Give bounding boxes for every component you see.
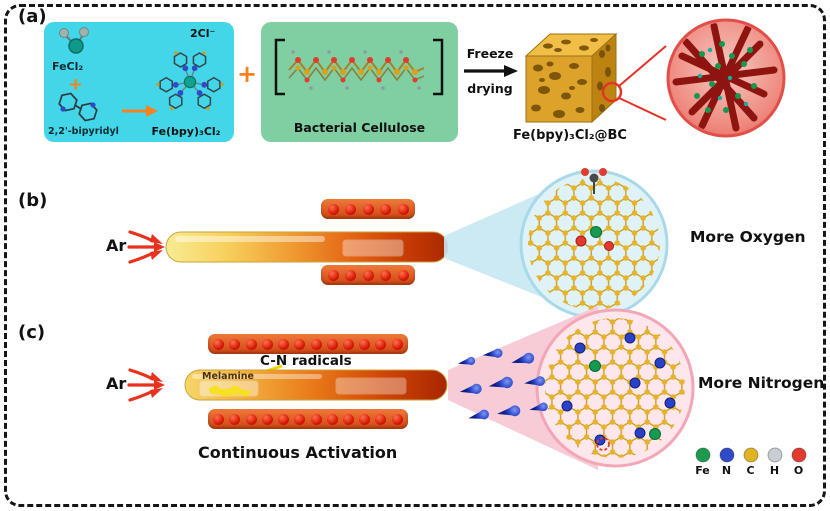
heater-dot bbox=[326, 413, 338, 425]
melamine-label: Melamine bbox=[202, 371, 254, 382]
argon-label-c: Ar bbox=[106, 374, 127, 393]
drying-label: drying bbox=[467, 81, 513, 96]
heater-dot bbox=[375, 413, 387, 425]
heater-dot bbox=[380, 269, 391, 281]
n-atom-icon bbox=[719, 447, 734, 463]
freeze-drying-step: Freeze drying bbox=[461, 46, 519, 96]
legend-label-h: H bbox=[769, 464, 780, 477]
furnace-tube-c bbox=[184, 369, 448, 401]
heater-bottom-c bbox=[208, 409, 408, 429]
legend-item-h: H bbox=[766, 447, 783, 477]
furnace-tube-b bbox=[165, 231, 449, 263]
fe-bpy3-complex-structure bbox=[154, 50, 226, 112]
atom-legend: Fe N C H O bbox=[694, 447, 807, 477]
heater-top-b bbox=[321, 199, 415, 219]
heater-dot bbox=[245, 338, 257, 350]
synthesis-box: FeCl₂ + 2,2'-bipyridyl 2Cl⁻ bbox=[44, 22, 234, 142]
fecl2-molecule-icon bbox=[59, 27, 89, 54]
panel-c-label: (c) bbox=[18, 322, 46, 343]
heater-dot bbox=[278, 413, 290, 425]
o-atom-icon bbox=[791, 447, 806, 463]
heater-dot bbox=[362, 203, 374, 215]
legend-item-n: N bbox=[718, 447, 735, 477]
heater-dot bbox=[327, 269, 339, 281]
radicals-label: C-N radicals bbox=[260, 353, 352, 369]
heater-dot bbox=[380, 203, 391, 215]
heater-dot bbox=[229, 413, 241, 425]
heater-dot bbox=[397, 203, 409, 215]
freeze-label: Freeze bbox=[466, 46, 514, 61]
heater-dot bbox=[359, 338, 371, 350]
heater-dot bbox=[294, 338, 306, 350]
complex-label: Fe(bpy)₃Cl₂ bbox=[151, 125, 221, 138]
freeze-drying-arrow-icon bbox=[464, 65, 518, 77]
legend-label-fe: Fe bbox=[695, 464, 710, 477]
heater-dot bbox=[245, 413, 257, 425]
legend-label-n: N bbox=[721, 464, 732, 477]
heater-dot bbox=[213, 413, 225, 425]
oxygen-lattice-inset bbox=[444, 168, 669, 319]
heater-dot bbox=[294, 413, 306, 425]
plus-sign-1: + bbox=[68, 74, 84, 95]
legend-item-fe: Fe bbox=[694, 447, 711, 477]
panel-b-label: (b) bbox=[18, 190, 48, 211]
heater-dot bbox=[397, 269, 409, 281]
nitrogen-result-label: More Nitrogen bbox=[698, 374, 825, 392]
cellulose-structure bbox=[274, 38, 444, 96]
radical-droplets bbox=[457, 347, 549, 424]
heater-dot bbox=[359, 413, 371, 425]
gas-flow-arrows-c-icon bbox=[127, 368, 165, 402]
counter-ion-label: 2Cl⁻ bbox=[190, 27, 216, 40]
nitrogen-lattice-inset bbox=[448, 306, 695, 470]
plus-sign-2: + bbox=[237, 60, 258, 88]
zoom-connector bbox=[601, 45, 667, 121]
legend-label-c: C bbox=[746, 464, 755, 477]
oxygen-result-label: More Oxygen bbox=[690, 228, 806, 246]
heater-dot bbox=[310, 413, 322, 425]
fe-atom-icon bbox=[695, 447, 710, 463]
legend-item-c: C bbox=[742, 447, 759, 477]
h-atom-icon bbox=[767, 447, 782, 463]
cellulose-box: Bacterial Cellulose bbox=[261, 22, 458, 142]
bipyridyl-label: 2,2'-bipyridyl bbox=[48, 126, 119, 137]
cellulose-label: Bacterial Cellulose bbox=[293, 120, 426, 135]
heater-dot bbox=[229, 338, 241, 350]
product-label: Fe(bpy)₃Cl₂@BC bbox=[513, 128, 627, 143]
heater-dot bbox=[342, 413, 354, 425]
heater-dot bbox=[391, 338, 403, 350]
heater-dot bbox=[391, 413, 403, 425]
continuous-activation-caption: Continuous Activation bbox=[198, 443, 398, 462]
c-atom-icon bbox=[743, 447, 758, 463]
heater-dot bbox=[327, 203, 339, 215]
heater-dot bbox=[326, 338, 338, 350]
heater-dot bbox=[278, 338, 290, 350]
legend-item-o: O bbox=[790, 447, 807, 477]
legend-label-o: O bbox=[793, 464, 804, 477]
heater-dot bbox=[261, 413, 273, 425]
heater-dot bbox=[345, 269, 356, 281]
fiber-magnifier bbox=[666, 18, 786, 138]
heater-dot bbox=[375, 338, 387, 350]
heater-dot bbox=[342, 338, 354, 350]
heater-dot bbox=[261, 338, 273, 350]
heater-bottom-b bbox=[321, 265, 415, 285]
argon-label-b: Ar bbox=[106, 236, 127, 255]
heater-dot bbox=[362, 269, 374, 281]
reaction-arrow-icon bbox=[122, 105, 158, 117]
heater-dot bbox=[345, 203, 356, 215]
bipyridyl-structure bbox=[58, 92, 98, 122]
heater-dot bbox=[310, 338, 322, 350]
gas-flow-arrows-b-icon bbox=[127, 230, 165, 264]
panel-a-label: (a) bbox=[18, 6, 47, 27]
heater-dot bbox=[213, 338, 225, 350]
fecl2-label: FeCl₂ bbox=[52, 60, 84, 73]
heater-top-c bbox=[208, 334, 408, 354]
